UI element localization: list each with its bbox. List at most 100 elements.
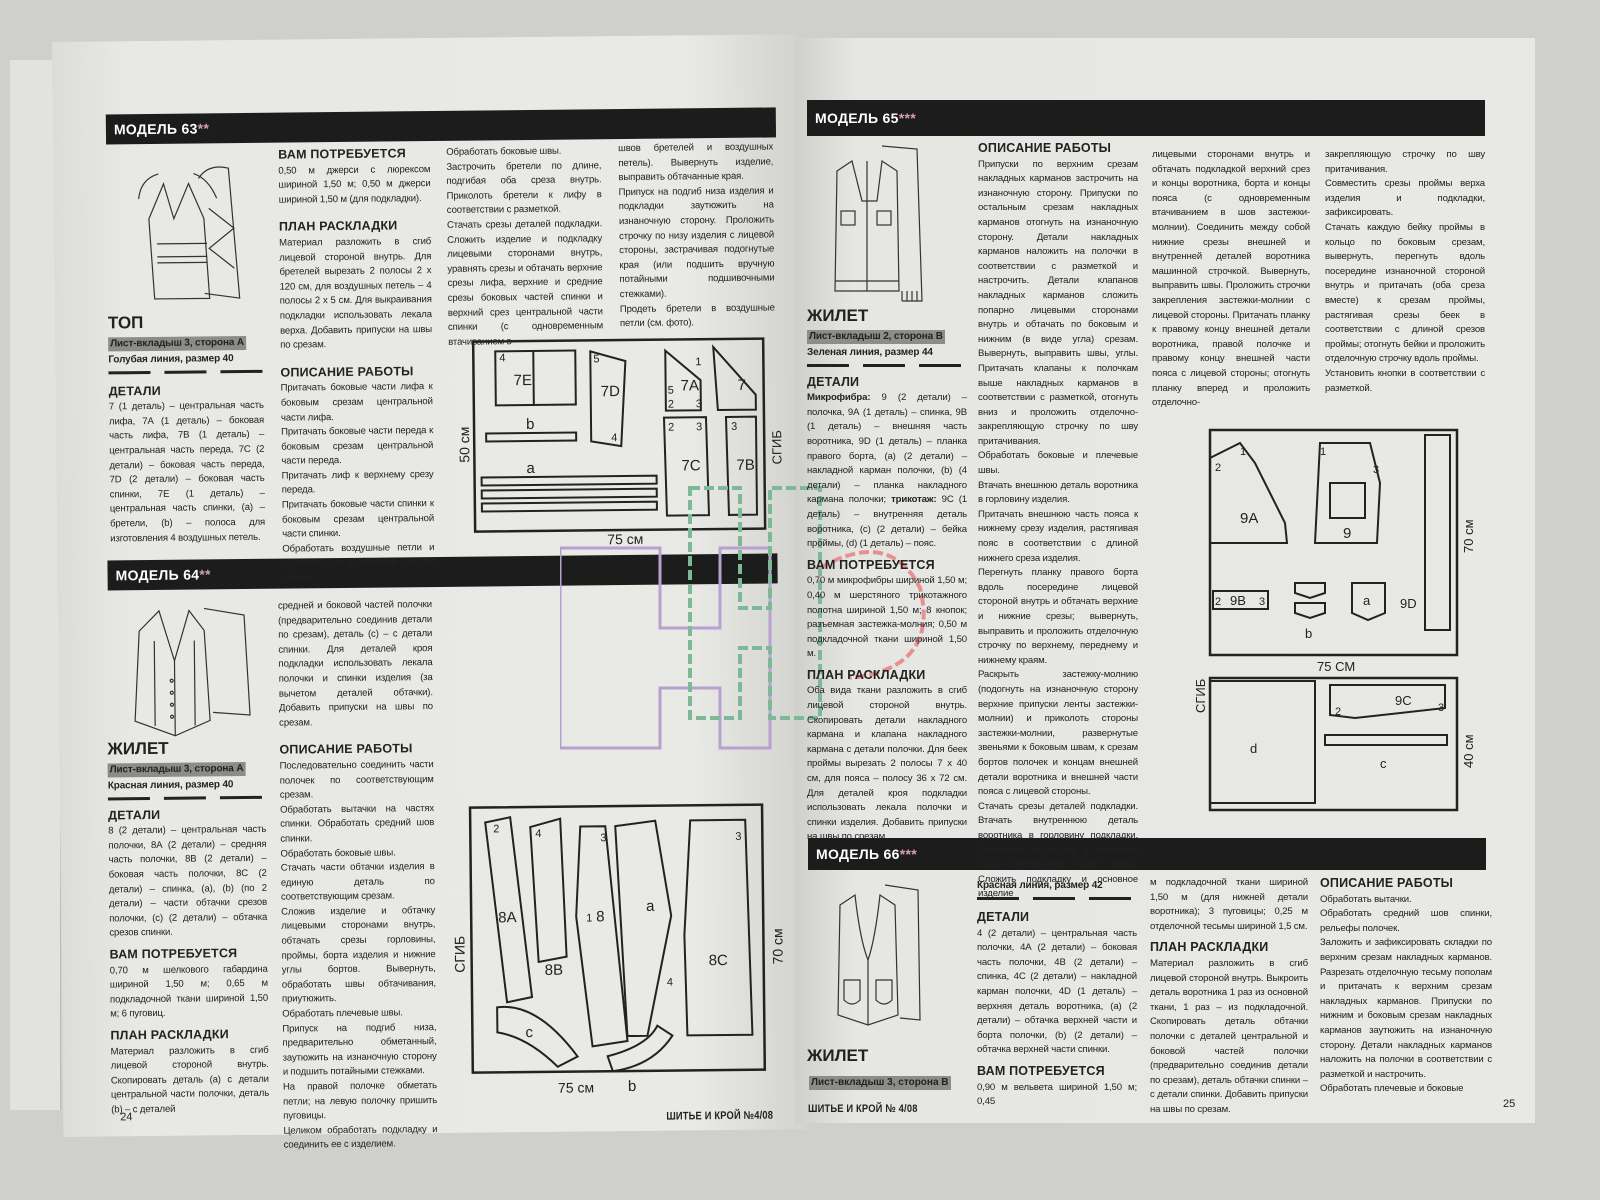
seam-number: 2: [668, 399, 674, 411]
piece-label: 8C: [709, 952, 729, 969]
work-heading: ОПИСАНИЕ РАБОТЫ: [279, 741, 413, 758]
left-page: МОДЕЛЬ 63** ТОП Лист-вкладыш 3, сторона …: [52, 34, 809, 1151]
size-line-label: Красная линия, размер 40: [107, 778, 234, 792]
difficulty-stars: **: [197, 120, 210, 137]
details-text: Микрофибра: 9 (2 детали) – полочка, 9А (…: [807, 391, 967, 552]
piece-label: 8A: [498, 909, 517, 926]
model-63-column-2: ВАМ ПОТРЕБУЕТСЯ 0,50 м джерси с люрексом…: [278, 146, 435, 598]
right-page: МОДЕЛЬ 65*** ЖИЛЕТ Лист-вкладыш 2, сторо…: [560, 38, 1535, 1123]
piece-label: 8: [596, 908, 605, 925]
height-dimension: 40 см: [1461, 734, 1476, 768]
seam-number: 1: [1240, 446, 1246, 458]
model-65-header: МОДЕЛЬ 65***: [807, 100, 1485, 136]
vest-illustration: [834, 145, 923, 302]
work-text-continued: закрепляющую строчку по шву притачивания…: [1325, 149, 1485, 394]
piece-label: c: [525, 1024, 533, 1041]
work-heading: ОПИСАНИЕ РАБОТЫ: [280, 363, 414, 380]
model-63-cutting-layout: 7E 7D 7A 7 7C 7B b a 4 5 5 2 3 1 2 3 3 4…: [456, 337, 784, 547]
piece-label: 9B: [1230, 593, 1246, 608]
piece-label: 7D: [601, 383, 621, 400]
seam-number: 3: [600, 832, 606, 844]
height-dimension: 50 см: [456, 427, 472, 463]
piece-label: a: [646, 898, 655, 915]
work-text-continued: лицевыми сторонами внутрь и обтачать под…: [1152, 149, 1310, 409]
fabric-label: Микрофибра:: [807, 392, 871, 404]
work-heading: ОПИСАНИЕ РАБОТЫ: [978, 141, 1112, 155]
size-line-label: Голубая линия, размер 40: [108, 352, 234, 366]
model-65-column-2: ОПИСАНИЕ РАБОТЫ Припуски по верхним срез…: [978, 141, 1138, 914]
piece-label: 8B: [545, 962, 564, 979]
fold-label: СГИБ: [1195, 679, 1208, 713]
model-63-specs: Лист-вкладыш 3, сторона А Голубая линия,…: [108, 335, 265, 553]
pattern-sheet-label: Лист-вкладыш 3, сторона В: [809, 1076, 951, 1090]
seam-number: 3: [1438, 702, 1444, 714]
details-heading: ДЕТАЛИ: [977, 910, 1030, 924]
layout-text: Материал разложить в сгиб лицевой сторон…: [1150, 957, 1308, 1115]
seam-number: 3: [696, 398, 702, 410]
piece-label: a: [1363, 593, 1371, 608]
needs-text: 0,70 м шелкового габардина шириной 1,50 …: [109, 963, 269, 1020]
work-heading: ОПИСАНИЕ РАБОТЫ: [1320, 876, 1454, 890]
model-65-cutting-layout: 9A 9 9B a b 9D 9C d c 2 1 3 1 2 3 2 3 75…: [1195, 428, 1476, 812]
page-number: 24: [120, 1111, 133, 1124]
garment-name: ТОП: [107, 313, 144, 333]
model-66-header: МОДЕЛЬ 66***: [808, 838, 1486, 870]
top-garment-illustration: [138, 166, 241, 300]
seam-number: 2: [1215, 462, 1221, 474]
piece-label: 9: [1343, 525, 1351, 542]
work-text-continued: Обработать боковые швы. Застрочить брете…: [446, 145, 604, 348]
difficulty-stars: ***: [899, 846, 917, 862]
model-title: МОДЕЛЬ 66: [816, 846, 900, 862]
piece-label: 7: [738, 377, 747, 394]
needs-heading: ВАМ ПОТРЕБУЕТСЯ: [977, 1063, 1105, 1078]
seam-number: 3: [1259, 596, 1265, 608]
line-style-sample: [977, 897, 1137, 900]
model-title: МОДЕЛЬ 63: [113, 120, 198, 138]
layout-text-continued: средней и боковой частей полочки (предва…: [277, 599, 434, 729]
details-heading: ДЕТАЛИ: [108, 383, 161, 399]
needs-text: 0,50 м джерси с люрексом шириной 1,50 м;…: [278, 163, 431, 206]
details-heading: ДЕТАЛИ: [807, 374, 860, 389]
piece-label: 9A: [1240, 510, 1258, 527]
model-66-column-2: Красная линия, размер 42 ДЕТАЛИ 4 (2 дет…: [977, 878, 1137, 1116]
piece-label: b: [526, 416, 535, 433]
layout-heading: ПЛАН РАСКЛАДКИ: [278, 218, 398, 235]
magazine-footer: ШИТЬЕ И КРОЙ № 4/08: [808, 1103, 918, 1115]
layout-heading: ПЛАН РАСКЛАДКИ: [110, 1027, 229, 1043]
piece-label: 7C: [681, 457, 701, 474]
model-64-column-2: средней и боковой частей полочки (предва…: [278, 598, 438, 1166]
seam-number: 2: [668, 422, 674, 434]
model-65-specs: Лист-вкладыш 2, сторона В Зеленая линия,…: [807, 330, 967, 851]
model-64-cutting-layout: 8A 8B 8 a 8C c b 2 4 3 3 1 4 75 см СГИБ …: [451, 803, 786, 1096]
seam-number: 1: [695, 356, 701, 368]
seam-number: 2: [493, 823, 499, 835]
garment-name: ЖИЛЕТ: [107, 738, 169, 759]
model-63-column-4: швов бретелей и воздушных петель). Вывер…: [618, 140, 775, 343]
seam-number: 2: [1335, 706, 1341, 718]
difficulty-stars: **: [199, 566, 211, 583]
seam-number: 3: [1373, 464, 1379, 476]
work-text: Припуски по верхним срезам накладных кар…: [978, 158, 1138, 900]
width-dimension: 75 СМ: [1317, 659, 1355, 674]
seam-number: 3: [696, 421, 702, 433]
watermark-logo: [560, 486, 926, 750]
layout-text: Оба вида ткани разложить в сгиб лицевой …: [807, 685, 967, 843]
layout-heading: ПЛАН РАСКЛАДКИ: [1150, 940, 1269, 955]
model-title: МОДЕЛЬ 64: [115, 566, 200, 584]
model-65-column-4: закрепляющую строчку по шву притачивания…: [1325, 148, 1485, 408]
details-part: 9С (1 деталь) – внутренняя деталь воротн…: [807, 494, 967, 550]
needs-text-continued: м подкладочной ткани шириной 1,50 м (для…: [1150, 877, 1308, 932]
seam-number: 4: [535, 828, 541, 840]
garment-name: ЖИЛЕТ: [807, 306, 869, 325]
fold-label: СГИБ: [769, 430, 784, 464]
fabric-label: трикотаж:: [891, 494, 937, 506]
size-line-label: Красная линия, размер 42: [977, 880, 1103, 891]
fold-label: СГИБ: [451, 936, 467, 973]
seam-number: 5: [593, 353, 599, 365]
width-dimension: 75 см: [607, 531, 643, 547]
seam-number: 5: [668, 385, 674, 397]
model-64-specs: Лист-вкладыш 3, сторона А Красная линия,…: [107, 762, 270, 1124]
pattern-sheet-label: Лист-вкладыш 3, сторона А: [108, 335, 247, 352]
garment-name: ЖИЛЕТ: [807, 1046, 869, 1065]
seam-number: 1: [586, 912, 592, 924]
